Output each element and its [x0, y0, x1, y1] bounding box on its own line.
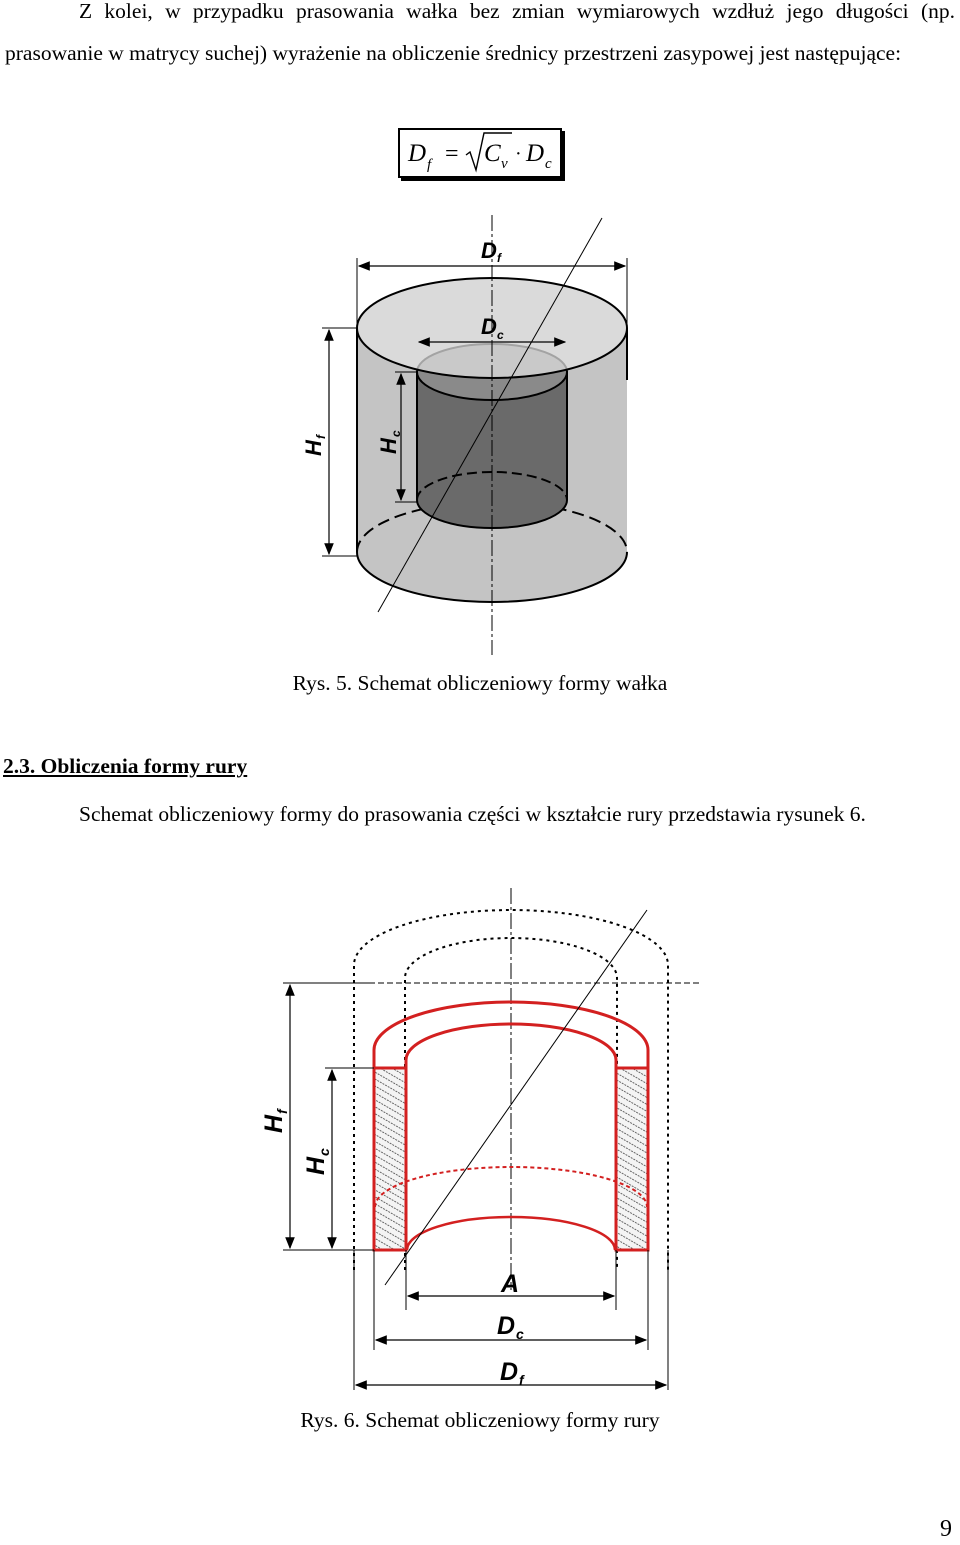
hc-label: H [376, 437, 401, 454]
section-line-6 [384, 909, 648, 1286]
section-paragraph: Schemat obliczeniowy formy do prasowania… [79, 802, 866, 826]
formula-coef: C [484, 140, 501, 167]
df-sub: f [497, 251, 502, 265]
hf-label: H [301, 439, 326, 456]
hf-sub: f [314, 434, 328, 439]
figure5-diagram: D f D c H f H c [301, 215, 628, 655]
formula-rhs-sub: c [545, 156, 552, 172]
bottom-inner-arc [405, 1215, 617, 1251]
section-heading: 2.3. Obliczenia formy rury [3, 754, 248, 778]
figure5-caption: Rys. 5. Schemat obliczeniowy formy wałka [292, 671, 668, 695]
dc-sub: c [497, 328, 504, 342]
formula-lhs: D [407, 140, 426, 167]
sqrt-sign [465, 132, 512, 173]
left-wall [372, 1066, 408, 1252]
figure6-caption: Rys. 6. Schemat obliczeniowy formy rury [300, 1408, 660, 1432]
section-line [377, 217, 603, 613]
formula-coef-sub: v [501, 156, 508, 172]
hf-label-6: H [260, 1114, 288, 1133]
a-label: A [500, 1270, 519, 1298]
tube-top-outer-arc [372, 1000, 650, 1068]
formula-dot: · [515, 143, 522, 165]
df-label-6: D [500, 1358, 518, 1386]
formula-equals: = [445, 141, 459, 167]
hc-label-6: H [302, 1156, 330, 1175]
page-number: 9 [940, 1516, 952, 1542]
bottom-dashed-arc [374, 1166, 648, 1208]
df-sub-6: f [519, 1372, 525, 1388]
hc-sub: c [389, 430, 403, 437]
tube-top-inner-arc [404, 1022, 618, 1068]
formula-lhs-sub: f [427, 157, 433, 173]
dc-label-6: D [497, 1312, 515, 1340]
hc-sub-6: c [316, 1148, 332, 1156]
intro-paragraph: Z kolei, w przypadku prasowania wałka be… [5, 0, 955, 65]
right-wall [614, 1066, 650, 1252]
formula: D f = C v · D c [407, 132, 552, 173]
formula-rhs: D [525, 140, 544, 167]
hf-sub-6: f [274, 1108, 290, 1114]
dc-label: D [481, 314, 497, 339]
df-label: D [481, 238, 497, 263]
inner-dotted-outline [404, 937, 618, 1270]
figure6-diagram: H f H c A D c D f [260, 888, 700, 1390]
dc-sub-6: c [516, 1326, 524, 1342]
formula-box: D f = C v · D c [398, 128, 562, 178]
